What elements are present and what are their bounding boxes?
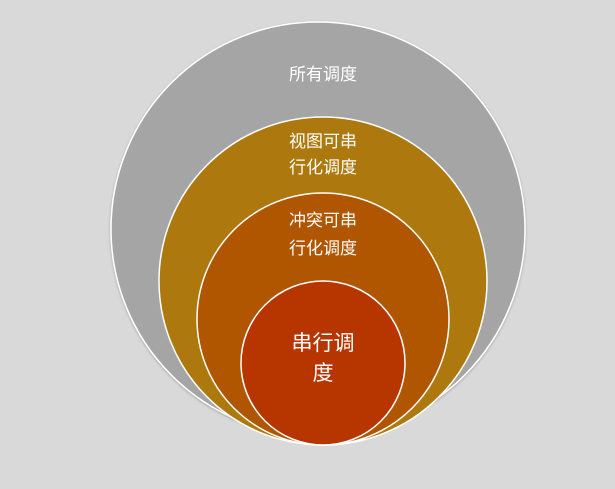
label-view-line-1: 视图可串 xyxy=(289,132,357,152)
label-conflict-line-1: 冲突可串 xyxy=(289,211,357,231)
label-view-line-2: 行化调度 xyxy=(289,158,357,178)
label-serial-line-2: 度 xyxy=(313,361,334,385)
label-serial-line-1: 串行调 xyxy=(292,331,355,355)
circle-serial-schedules xyxy=(240,280,406,446)
label-all-line-1: 所有调度 xyxy=(289,65,357,85)
label-conflict-line-2: 行化调度 xyxy=(289,239,357,259)
